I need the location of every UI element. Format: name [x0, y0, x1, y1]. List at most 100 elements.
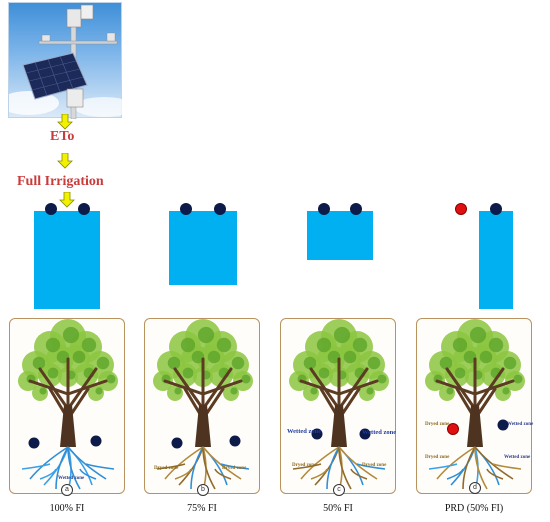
- foliage: [180, 337, 196, 353]
- treatment-caption: 50% FI: [323, 503, 353, 514]
- panel-badge: b: [197, 484, 209, 496]
- foliage: [333, 326, 351, 344]
- emitter-dot: [90, 435, 102, 447]
- zone-label-wetted: Wetted zone: [507, 422, 534, 427]
- foliage: [182, 367, 194, 379]
- panel-badge: a: [61, 484, 73, 496]
- treatment-caption: 100% FI: [49, 503, 85, 514]
- foliage: [96, 356, 110, 370]
- foliage: [318, 367, 330, 379]
- foliage: [469, 326, 487, 344]
- root: [310, 468, 328, 480]
- emitter-dot-off-red: [447, 423, 459, 435]
- foliage: [446, 387, 454, 395]
- branch: [299, 379, 341, 396]
- root: [79, 468, 97, 480]
- foliage: [377, 374, 387, 384]
- tree-panel-c: [280, 318, 396, 494]
- foliage: [174, 387, 182, 395]
- panel-badge: d: [469, 482, 481, 494]
- root: [474, 446, 514, 480]
- foliage: [316, 337, 332, 353]
- foliage: [106, 374, 116, 384]
- root: [446, 468, 464, 480]
- foliage: [439, 356, 453, 370]
- root: [190, 446, 204, 490]
- foliage: [72, 350, 86, 364]
- foliage: [231, 356, 245, 370]
- foliage: [197, 326, 215, 344]
- foliage: [366, 387, 374, 395]
- foliage: [230, 387, 238, 395]
- down-arrow-icon: [57, 153, 73, 169]
- root: [67, 446, 107, 480]
- water-volume-bar-prd: [479, 211, 513, 309]
- foliage: [367, 356, 381, 370]
- emitter-dot-active: [490, 203, 502, 215]
- branch: [66, 379, 108, 396]
- foliage: [81, 337, 97, 353]
- foliage: [503, 356, 517, 370]
- water-volume-bar-50: [307, 211, 373, 260]
- zone-label-dried: Dryed zone: [292, 463, 317, 468]
- branch: [201, 379, 243, 396]
- emitter-dot-right: [78, 203, 90, 215]
- root: [300, 446, 340, 480]
- emitter-dot-right: [350, 203, 362, 215]
- foliage: [479, 350, 493, 364]
- zone-label-dried: Dryed zone: [362, 463, 387, 468]
- zone-label-wetted: Wetted zone: [287, 428, 322, 435]
- emitter-dot: [311, 428, 323, 440]
- root: [356, 463, 386, 470]
- zone-label-wetted: Wetted zone: [362, 429, 397, 436]
- foliage: [310, 387, 318, 395]
- emitter-dot: [359, 428, 371, 440]
- emitter-dot: [171, 437, 183, 449]
- foliage: [502, 387, 510, 395]
- water-volume-bar-75: [169, 211, 237, 285]
- emitter-dot-left: [45, 203, 57, 215]
- emitter-dot-off-red: [455, 203, 467, 215]
- emitter-dot-right: [214, 203, 226, 215]
- trunk: [331, 405, 347, 447]
- foliage: [513, 374, 523, 384]
- foliage: [463, 350, 477, 364]
- tree-panel-b: [144, 318, 260, 494]
- root: [428, 463, 458, 470]
- emitter-dot-left: [318, 203, 330, 215]
- foliage: [352, 337, 368, 353]
- foliage: [454, 367, 466, 379]
- root: [29, 446, 69, 480]
- foliage: [56, 350, 70, 364]
- root: [202, 446, 216, 490]
- treatment-caption: 75% FI: [187, 503, 217, 514]
- emitter-dot: [28, 437, 40, 449]
- foliage: [207, 350, 221, 364]
- water-volume-bar-100: [34, 211, 100, 309]
- emitter-dot: [497, 419, 509, 431]
- emitter-dot: [229, 435, 241, 447]
- branch: [473, 379, 515, 396]
- down-arrow-icon: [57, 114, 73, 130]
- foliage: [39, 387, 47, 395]
- root: [220, 463, 250, 470]
- branch: [337, 379, 379, 396]
- trunk: [195, 405, 211, 447]
- root: [292, 463, 322, 470]
- trunk: [467, 405, 483, 447]
- zone-label-dried: Dryed zone: [425, 455, 450, 460]
- root: [462, 446, 476, 490]
- foliage: [488, 337, 504, 353]
- zone-label-dried: Dryed zone: [222, 466, 247, 471]
- foliage: [191, 350, 205, 364]
- root: [202, 446, 242, 480]
- zone-label-dried: Dryed zone: [425, 422, 450, 427]
- tree-panel-a: [9, 318, 125, 494]
- root: [55, 446, 69, 490]
- foliage: [241, 374, 251, 384]
- root: [474, 446, 488, 490]
- zone-label-wetted: Wetted zone: [504, 455, 531, 460]
- weather-station-image: [0, 2, 134, 120]
- zone-label-wetted: Wetted zone: [58, 476, 85, 481]
- tree-panel-d: [416, 318, 532, 494]
